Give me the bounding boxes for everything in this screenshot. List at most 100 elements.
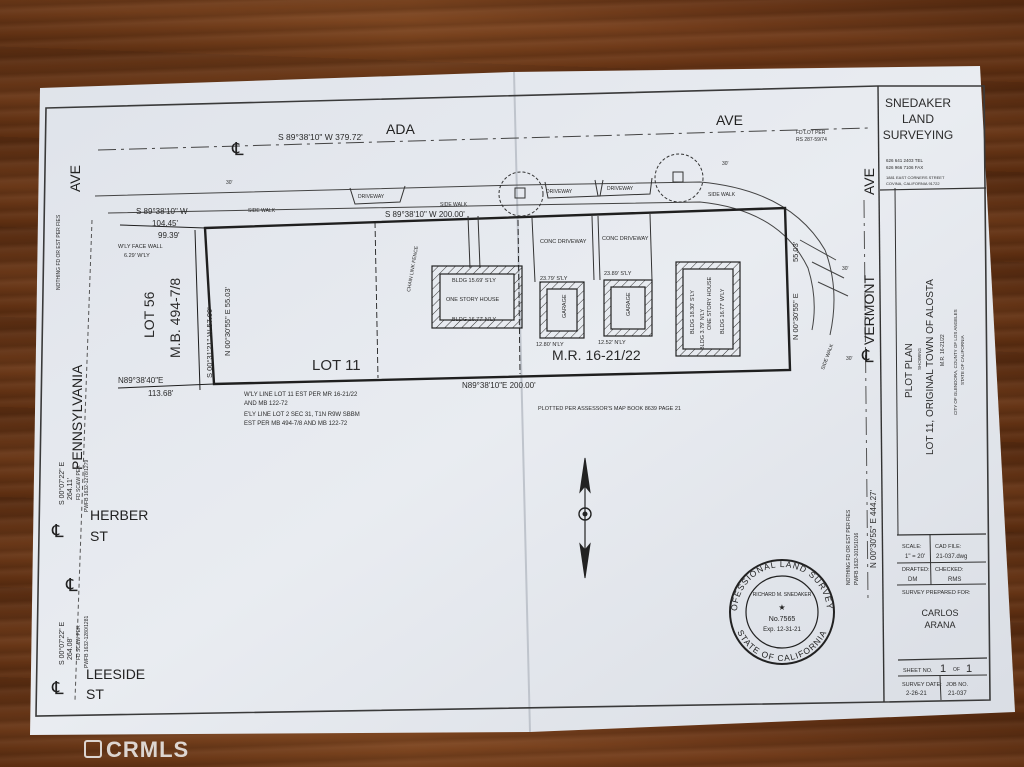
company-addr2: COVINA, CALIFORNIA 91722 [886,181,940,186]
dist-9939: 99.39' [158,231,180,240]
seal-name: RICHARD M. SNEDAKER [753,592,812,598]
street-herber-st: ST [90,528,108,544]
driveway-1: DRIVEWAY [358,194,385,200]
fd-lot-top: FD LOT PER [796,130,826,136]
plot-plan-title: PLOT PLAN [904,343,915,398]
side-walk-mid: SIDE WALK [440,202,468,208]
street-names: ADA AVE AVE PENNSYLVANIA HERBER ST LEESI… [51,112,877,702]
east-dist: 55.03' [791,241,800,262]
buildings [431,261,741,357]
watermark-text: CRMLS [106,737,190,762]
mr-title: M.R. 16-21/22 [940,334,946,366]
sheet-of: OF [953,667,960,673]
wly-line-2: AND MB 122-72 [244,401,288,407]
tree-symbols [498,153,704,217]
penn-pwfb-2: PWFB 1632-1280/1281 [84,616,90,668]
street-lines [74,127,869,701]
penn-dist-2: 264.08' [67,637,74,660]
sw-corner: N89°38'40"E [118,376,163,385]
city-line-1: CITY OF GLENDORA, COUNTY OF LOS ANGELES [953,309,958,415]
lot-11: LOT 11 [312,357,361,374]
scale-value: 1" = 20' [905,554,925,560]
inner-bearing: S 89°38'10" W 200.00' [385,210,465,219]
lot-boundary [117,206,792,391]
driveway-3: DRIVEWAY [607,186,634,192]
tree-box-1 [514,187,526,199]
nothing-left: NOTHING FD OR EST PER FIES [56,214,62,290]
crmls-watermark: CRMLS [84,737,189,763]
wly-line: W'LY LINE LOT 11 EST PER MR 16-21/22 [244,392,358,398]
sheet-label: SHEET NO. [903,668,933,674]
company-name-2: LAND [902,112,934,126]
garage-2: GARAGE [626,292,632,316]
dist-2389: 23.89' S'LY [604,271,632,277]
d30-d: 30' [846,356,853,362]
garage-1: GARAGE [562,294,568,318]
d30-c: 30' [842,266,849,272]
conc-driveway-1: CONC DRIVEWAY [540,239,587,245]
house-label-right: ONE STORY HOUSE [707,276,713,330]
vermont-bearing: N 00°30'55" E 444.27' [869,489,878,568]
street-ave-left: AVE [67,165,83,192]
client-line-1: CARLOS [921,608,958,618]
company-tel: 626 641 2403 TEL [886,158,923,163]
street-ada: ADA [386,121,415,137]
d30-a: 30' [226,180,233,186]
seal-star: ★ [778,603,785,612]
showing-label: SHOWING [917,348,922,370]
street-herber: HERBER [90,507,148,523]
city-line-2: STATE OF CALIFORNIA [960,335,965,385]
bldg-r3: BLDG 3.79' N'LY [700,309,706,350]
bldg-bot: BLDG 16.77' N'LY [452,317,497,323]
centerline-herber: ℄ [51,521,64,541]
side-walk-left: SIDE WALK [248,208,276,214]
street-pennsylvania: PENNSYLVANIA [69,364,85,470]
driveway-2: DRIVEWAY [546,189,573,195]
cad-value: 21-037.dwg [936,554,967,560]
penn-fd-2: FD SC&W PER [76,625,82,660]
job-value: 21-037 [948,691,967,697]
mr-ref: M.R. 16-21/22 [552,347,641,363]
centerline-top: ℄ [231,139,244,159]
face-wall-2: 6.29' W'LY [124,253,150,259]
vermont-pwfb: PWFB 1632-1015/1016 [854,533,860,585]
lot-title: LOT 11, ORIGINAL TOWN OF ALOSTA [925,279,936,455]
face-wall: W'LY FACE WALL [118,244,163,250]
street-ave-right: AVE [861,168,877,195]
penn-bearing-2: S 00°07'22" E [58,621,66,665]
dist-1280: 12.80' N'LY [536,342,564,348]
east-line: N 00°30'55" E [791,293,800,340]
watermark-logo-icon [84,740,102,758]
centerline-vermont: ℄ [861,346,874,366]
top-bearing: S 89°38'10" W 379.72' [278,132,363,142]
centerline-mid: ℄ [65,575,78,595]
dist-11368: 113.68' [148,389,174,398]
bldg-r2: BLDG 16.77' W'LY [720,288,726,334]
job-label: JOB NO. [946,682,968,688]
ely-line-2: EST PER MB 494-7/8 AND MB 122-72 [244,421,348,427]
cad-label: CAD FILE: [935,544,962,550]
street-leeside-st: ST [86,686,104,702]
bldg-top: BLDG 15.69' S'LY [452,278,496,284]
seal-number: No.7565 [769,616,796,623]
tree-box-2 [672,171,684,183]
centerline-leeside: ℄ [51,678,64,698]
north-arrow [578,457,592,579]
street-vermont: VERMONT [861,275,877,345]
street-ave-top: AVE [716,112,743,128]
rs-top: RS 287-59/74 [796,137,827,143]
company-name-1: SNEDAKER [885,96,951,110]
drafted-label: DRAFTED: [902,567,930,573]
ely-line: E'LY LINE LOT 2 SEC 31, T1N R9W SBBM [244,412,360,418]
date-label: SURVEY DATE: [902,682,942,688]
company-fax: 626 966 7106 FAX [886,165,923,170]
west-line: S 00°31'21" W 57.00' [205,307,214,378]
driveway-marks [349,177,653,283]
penn-bearing-1: S 00°07'22" E [58,461,66,505]
south-bearing: N89°38'10"E 200.00' [462,381,536,390]
conc-driveway-2: CONC DRIVEWAY [602,236,649,242]
penn-fd-1: FD SC&W PER [76,465,82,500]
vermont-nothing: NOTHING FD OR EST PER FIES [846,509,852,585]
checked-label: CHECKED: [935,567,964,573]
